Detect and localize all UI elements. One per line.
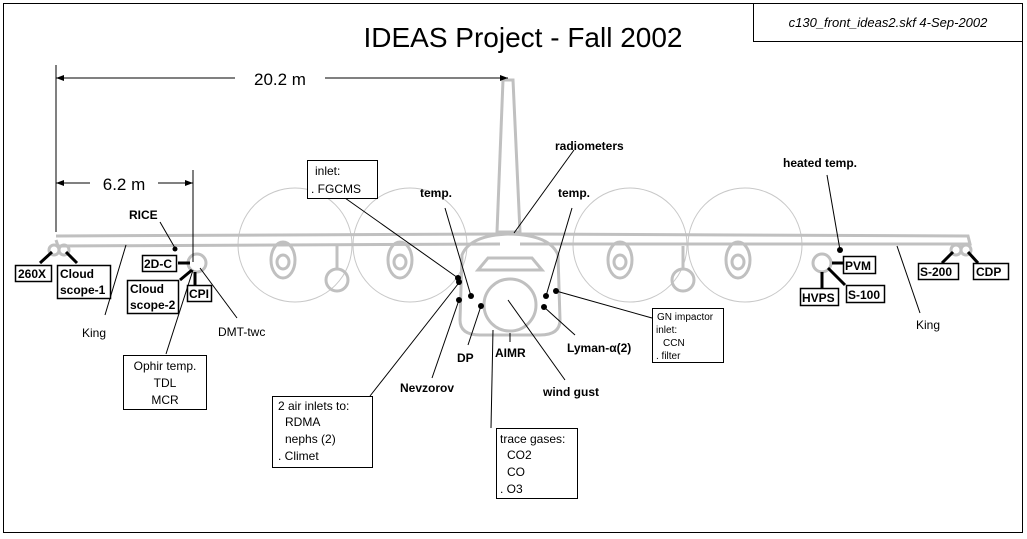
file-label: c130_front_ideas2.skf 4-Sep-2002 (789, 15, 989, 30)
label-s-200: S-200 (920, 265, 952, 279)
label-heated-temp: heated temp. (783, 156, 857, 170)
label-260x: 260X (18, 267, 46, 281)
label-hvps: HVPS (802, 291, 835, 305)
air-inlets-l3: nephs (2) (285, 432, 336, 446)
ophir-l1: Ophir temp. (134, 359, 197, 373)
label-rice: RICE (129, 208, 158, 222)
dimension-outboard: 6.2 m (56, 170, 194, 262)
air-inlets-l1: 2 air inlets to: (278, 399, 349, 413)
label-2d-c: 2D-C (144, 257, 172, 271)
trace-l2: CO2 (507, 448, 532, 462)
label-cloud-scope-1-l1: Cloud (60, 267, 94, 281)
label-lyman-alpha: Lyman-α(2) (567, 341, 631, 355)
gn-l4: . filter (656, 351, 681, 362)
label-cloud-scope-2-l1: Cloud (130, 282, 164, 296)
ophir-l3: MCR (151, 393, 179, 407)
trace-l3: CO (507, 465, 525, 479)
label-aimr: AIMR (495, 346, 526, 360)
ophir-l2: TDL (154, 376, 177, 390)
label-dmt-twc: DMT-twc (218, 325, 265, 339)
label-cloud-scope-1-l2: scope-1 (60, 283, 106, 297)
label-king-right: King (916, 318, 940, 332)
label-wind-gust: wind gust (542, 385, 599, 399)
gn-l1: GN impactor (657, 312, 714, 323)
label-radiometers: radiometers (555, 139, 624, 153)
page-title: IDEAS Project - Fall 2002 (363, 22, 682, 53)
air-inlets-l2: RDMA (285, 415, 320, 429)
trace-l1: trace gases: (500, 432, 565, 446)
label-nevzorov: Nevzorov (400, 381, 454, 395)
label-cloud-scope-2-l2: scope-2 (130, 298, 176, 312)
label-cdp: CDP (976, 265, 1001, 279)
inlet-l2: . FGCMS (311, 182, 361, 196)
leader-lines (38, 149, 980, 429)
label-s-100: S-100 (848, 288, 880, 302)
dimension-span: 20.2 m (55, 65, 508, 232)
label-pvm: PVM (845, 259, 871, 273)
label-temp-left: temp. (420, 186, 452, 200)
aircraft-outline (47, 78, 973, 337)
air-inlets-l4: . Climet (278, 449, 319, 463)
gn-l3: CCN (663, 338, 685, 349)
outboard-label: 6.2 m (103, 175, 146, 194)
inlet-l1: inlet: (315, 164, 340, 178)
trace-l4: . O3 (500, 482, 523, 496)
label-dp: DP (457, 351, 474, 365)
label-king-left: King (82, 326, 106, 340)
label-temp-right: temp. (558, 186, 590, 200)
span-label: 20.2 m (254, 70, 306, 89)
file-label-box (753, 3, 1023, 42)
label-cpi: CPI (189, 287, 209, 301)
gn-l2: inlet: (656, 325, 677, 336)
